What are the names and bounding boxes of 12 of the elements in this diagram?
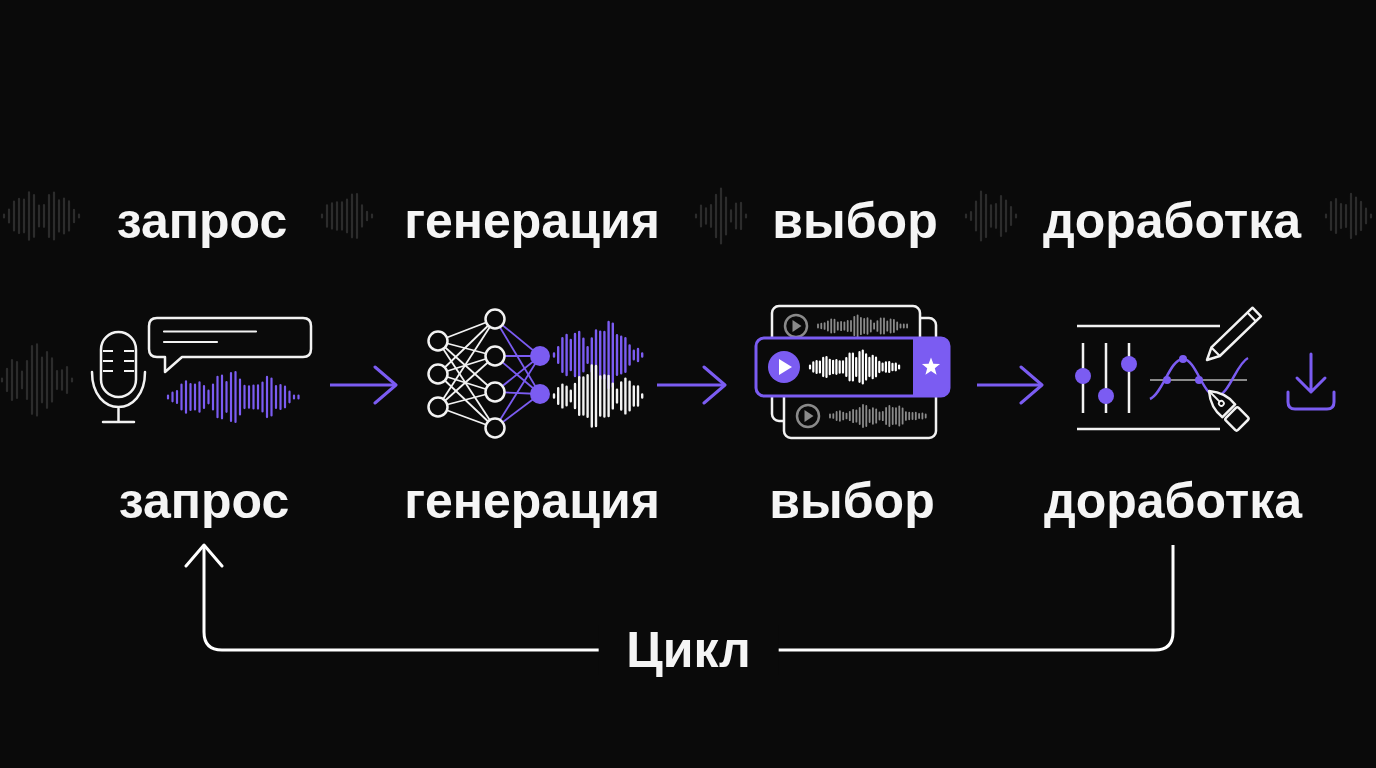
edge-label: Цикл: [626, 625, 751, 675]
arrow: [657, 365, 727, 405]
arrow: [977, 365, 1044, 405]
step-label: доработка: [1043, 476, 1303, 526]
step-label: запрос: [118, 476, 290, 526]
stage-label: доработка: [1042, 196, 1302, 246]
stage-label: генерация: [404, 196, 660, 246]
step-label: генерация: [404, 476, 660, 526]
step-label: выбор: [769, 476, 935, 526]
stage-label: запрос: [116, 196, 288, 246]
arrow: [330, 365, 398, 405]
stage-label: выбор: [772, 196, 938, 246]
